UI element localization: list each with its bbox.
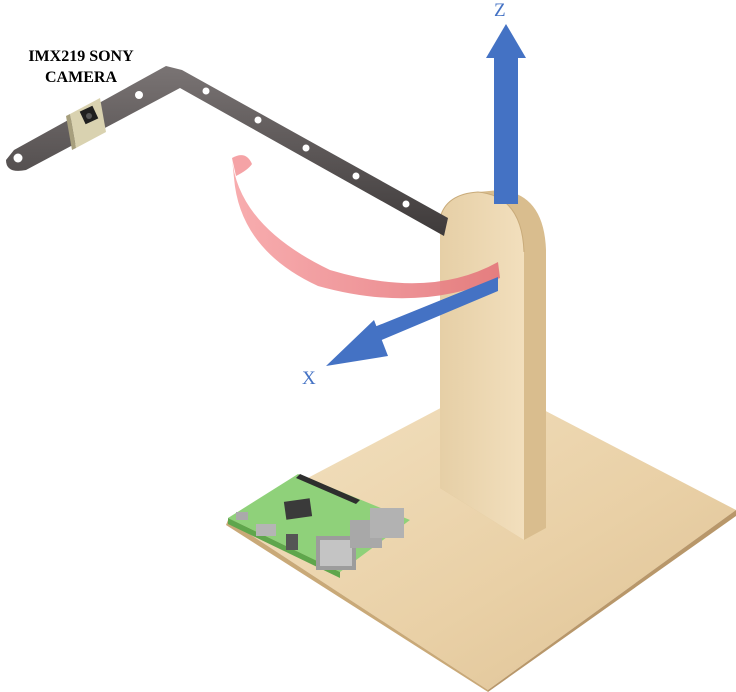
x-axis-arrow [326, 277, 498, 366]
x-axis-label: X [302, 368, 316, 389]
camera-module [66, 98, 106, 150]
usb-port-2 [370, 508, 404, 538]
gpio-header [296, 474, 360, 504]
metal-arm [6, 66, 448, 236]
camera-label-line2: CAMERA [45, 69, 117, 86]
raspberry-pi-board [228, 474, 410, 578]
soc-chip [283, 498, 313, 520]
base-plate [226, 382, 736, 692]
z-axis-arrow [486, 24, 526, 204]
audio-jack [286, 534, 298, 550]
camera-label: IMX219 SONY CAMERA [6, 46, 156, 88]
usb-power-port [236, 512, 248, 520]
z-axis-label: Z [494, 0, 506, 21]
rotation-arc [232, 155, 500, 299]
camera-label-line1: IMX219 SONY [28, 48, 134, 65]
wooden-post [439, 190, 546, 540]
hdmi-port [256, 524, 276, 536]
